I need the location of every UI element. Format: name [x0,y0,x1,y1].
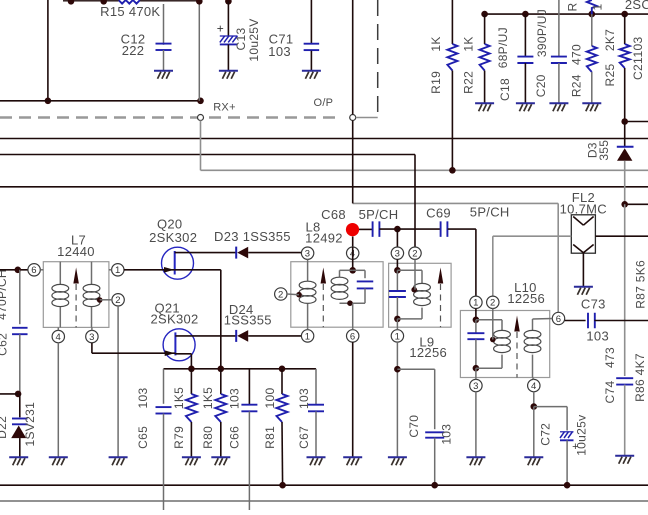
svg-text:68P/UJ: 68P/UJ [496,27,510,68]
svg-text:1SS355: 1SS355 [224,312,272,327]
svg-text:222: 222 [122,43,145,58]
svg-text:6: 6 [556,314,562,325]
svg-text:C62: C62 [0,333,10,356]
svg-text:103: 103 [297,388,311,409]
svg-text:3: 3 [473,381,479,392]
svg-text:R25: R25 [603,64,617,87]
svg-text:R: R [566,2,580,11]
svg-text:12256: 12256 [409,345,447,360]
svg-text:R15 470K: R15 470K [100,4,160,19]
svg-text:2SK302: 2SK302 [149,230,197,245]
svg-text:10.7MC: 10.7MC [560,201,607,216]
svg-text:355: 355 [597,140,611,161]
svg-text:10u25V: 10u25V [247,18,261,61]
svg-text:R24: R24 [569,74,583,97]
svg-text:470: 470 [569,44,583,65]
svg-text:1: 1 [473,298,479,309]
svg-text:4: 4 [56,332,62,343]
svg-text:R81: R81 [263,426,277,449]
svg-text:2: 2 [278,289,284,300]
svg-text:100: 100 [263,388,277,409]
svg-text:1SV231: 1SV231 [23,402,37,447]
svg-text:103: 103 [631,37,645,58]
svg-text:6: 6 [350,331,356,342]
svg-text:103: 103 [586,328,609,343]
svg-text:1: 1 [115,265,121,276]
svg-text:12256: 12256 [507,291,545,306]
svg-text:1: 1 [395,331,401,342]
svg-text:D24: D24 [229,302,254,317]
svg-text:1K5: 1K5 [201,387,215,409]
svg-text:470P/CH: 470P/CH [0,269,9,320]
svg-text:FL2: FL2 [572,190,595,205]
svg-text:1: 1 [590,3,604,10]
svg-text:C13: C13 [234,28,248,51]
svg-text:C69: C69 [426,206,451,221]
svg-text:390P/UJ: 390P/UJ [535,9,549,57]
svg-text:C21: C21 [631,57,645,80]
svg-text:473: 473 [603,347,617,368]
svg-text:2: 2 [115,295,121,306]
svg-text:C18: C18 [498,78,512,101]
svg-text:L7: L7 [71,233,86,248]
svg-text:C70: C70 [407,415,421,438]
svg-text:C68: C68 [321,207,346,222]
svg-text:C74: C74 [603,381,617,404]
svg-text:+: + [217,22,224,36]
svg-text:+: + [572,441,579,453]
svg-text:R80: R80 [201,426,215,449]
svg-text:L8: L8 [305,220,320,235]
svg-text:C73: C73 [581,296,606,311]
svg-text:1K: 1K [461,36,475,51]
svg-text:103: 103 [228,388,242,409]
svg-text:2: 2 [490,298,496,309]
svg-text:RX+: RX+ [213,101,236,113]
svg-text:Q20: Q20 [157,216,182,231]
svg-text:12492: 12492 [305,230,343,245]
svg-text:C66: C66 [228,426,242,449]
svg-text:C71: C71 [269,31,294,46]
svg-text:D3: D3 [586,142,600,158]
svg-text:12440: 12440 [57,244,95,259]
svg-text:4: 4 [531,381,537,392]
svg-text:C72: C72 [539,423,553,446]
svg-text:5P/CH: 5P/CH [359,207,399,222]
svg-text:C67: C67 [297,426,311,449]
svg-text:2SC: 2SC [625,0,648,12]
svg-text:C20: C20 [534,74,548,97]
svg-text:R22: R22 [461,71,475,94]
svg-text:103: 103 [136,388,150,409]
svg-text:10u25v: 10u25v [575,415,589,456]
svg-text:D22: D22 [0,416,9,439]
svg-text:D23 1SS355: D23 1SS355 [214,229,291,244]
svg-text:L10: L10 [514,280,537,295]
svg-text:6: 6 [31,265,37,276]
svg-text:103: 103 [268,44,291,59]
svg-text:1K5: 1K5 [172,387,186,409]
svg-text:2K7: 2K7 [603,29,617,51]
svg-text:103: 103 [440,424,454,445]
svg-text:R79: R79 [172,426,186,449]
svg-text:3: 3 [89,332,95,343]
svg-text:R86 4K7: R86 4K7 [633,353,647,402]
svg-text:1: 1 [305,331,311,342]
svg-text:C12: C12 [121,32,146,47]
svg-text:1K: 1K [429,36,443,51]
svg-text:2: 2 [412,249,418,260]
svg-text:R87 5K6: R87 5K6 [634,260,648,309]
svg-text:C65: C65 [136,426,150,449]
svg-text:3: 3 [395,249,401,260]
svg-text:O/P: O/P [313,97,333,109]
svg-text:R19: R19 [429,71,443,94]
svg-text:5P/CH: 5P/CH [470,205,510,220]
svg-text:Q21: Q21 [154,301,179,316]
svg-text:3: 3 [305,249,311,260]
svg-text:L9: L9 [419,335,434,350]
svg-text:2SK302: 2SK302 [150,312,198,327]
